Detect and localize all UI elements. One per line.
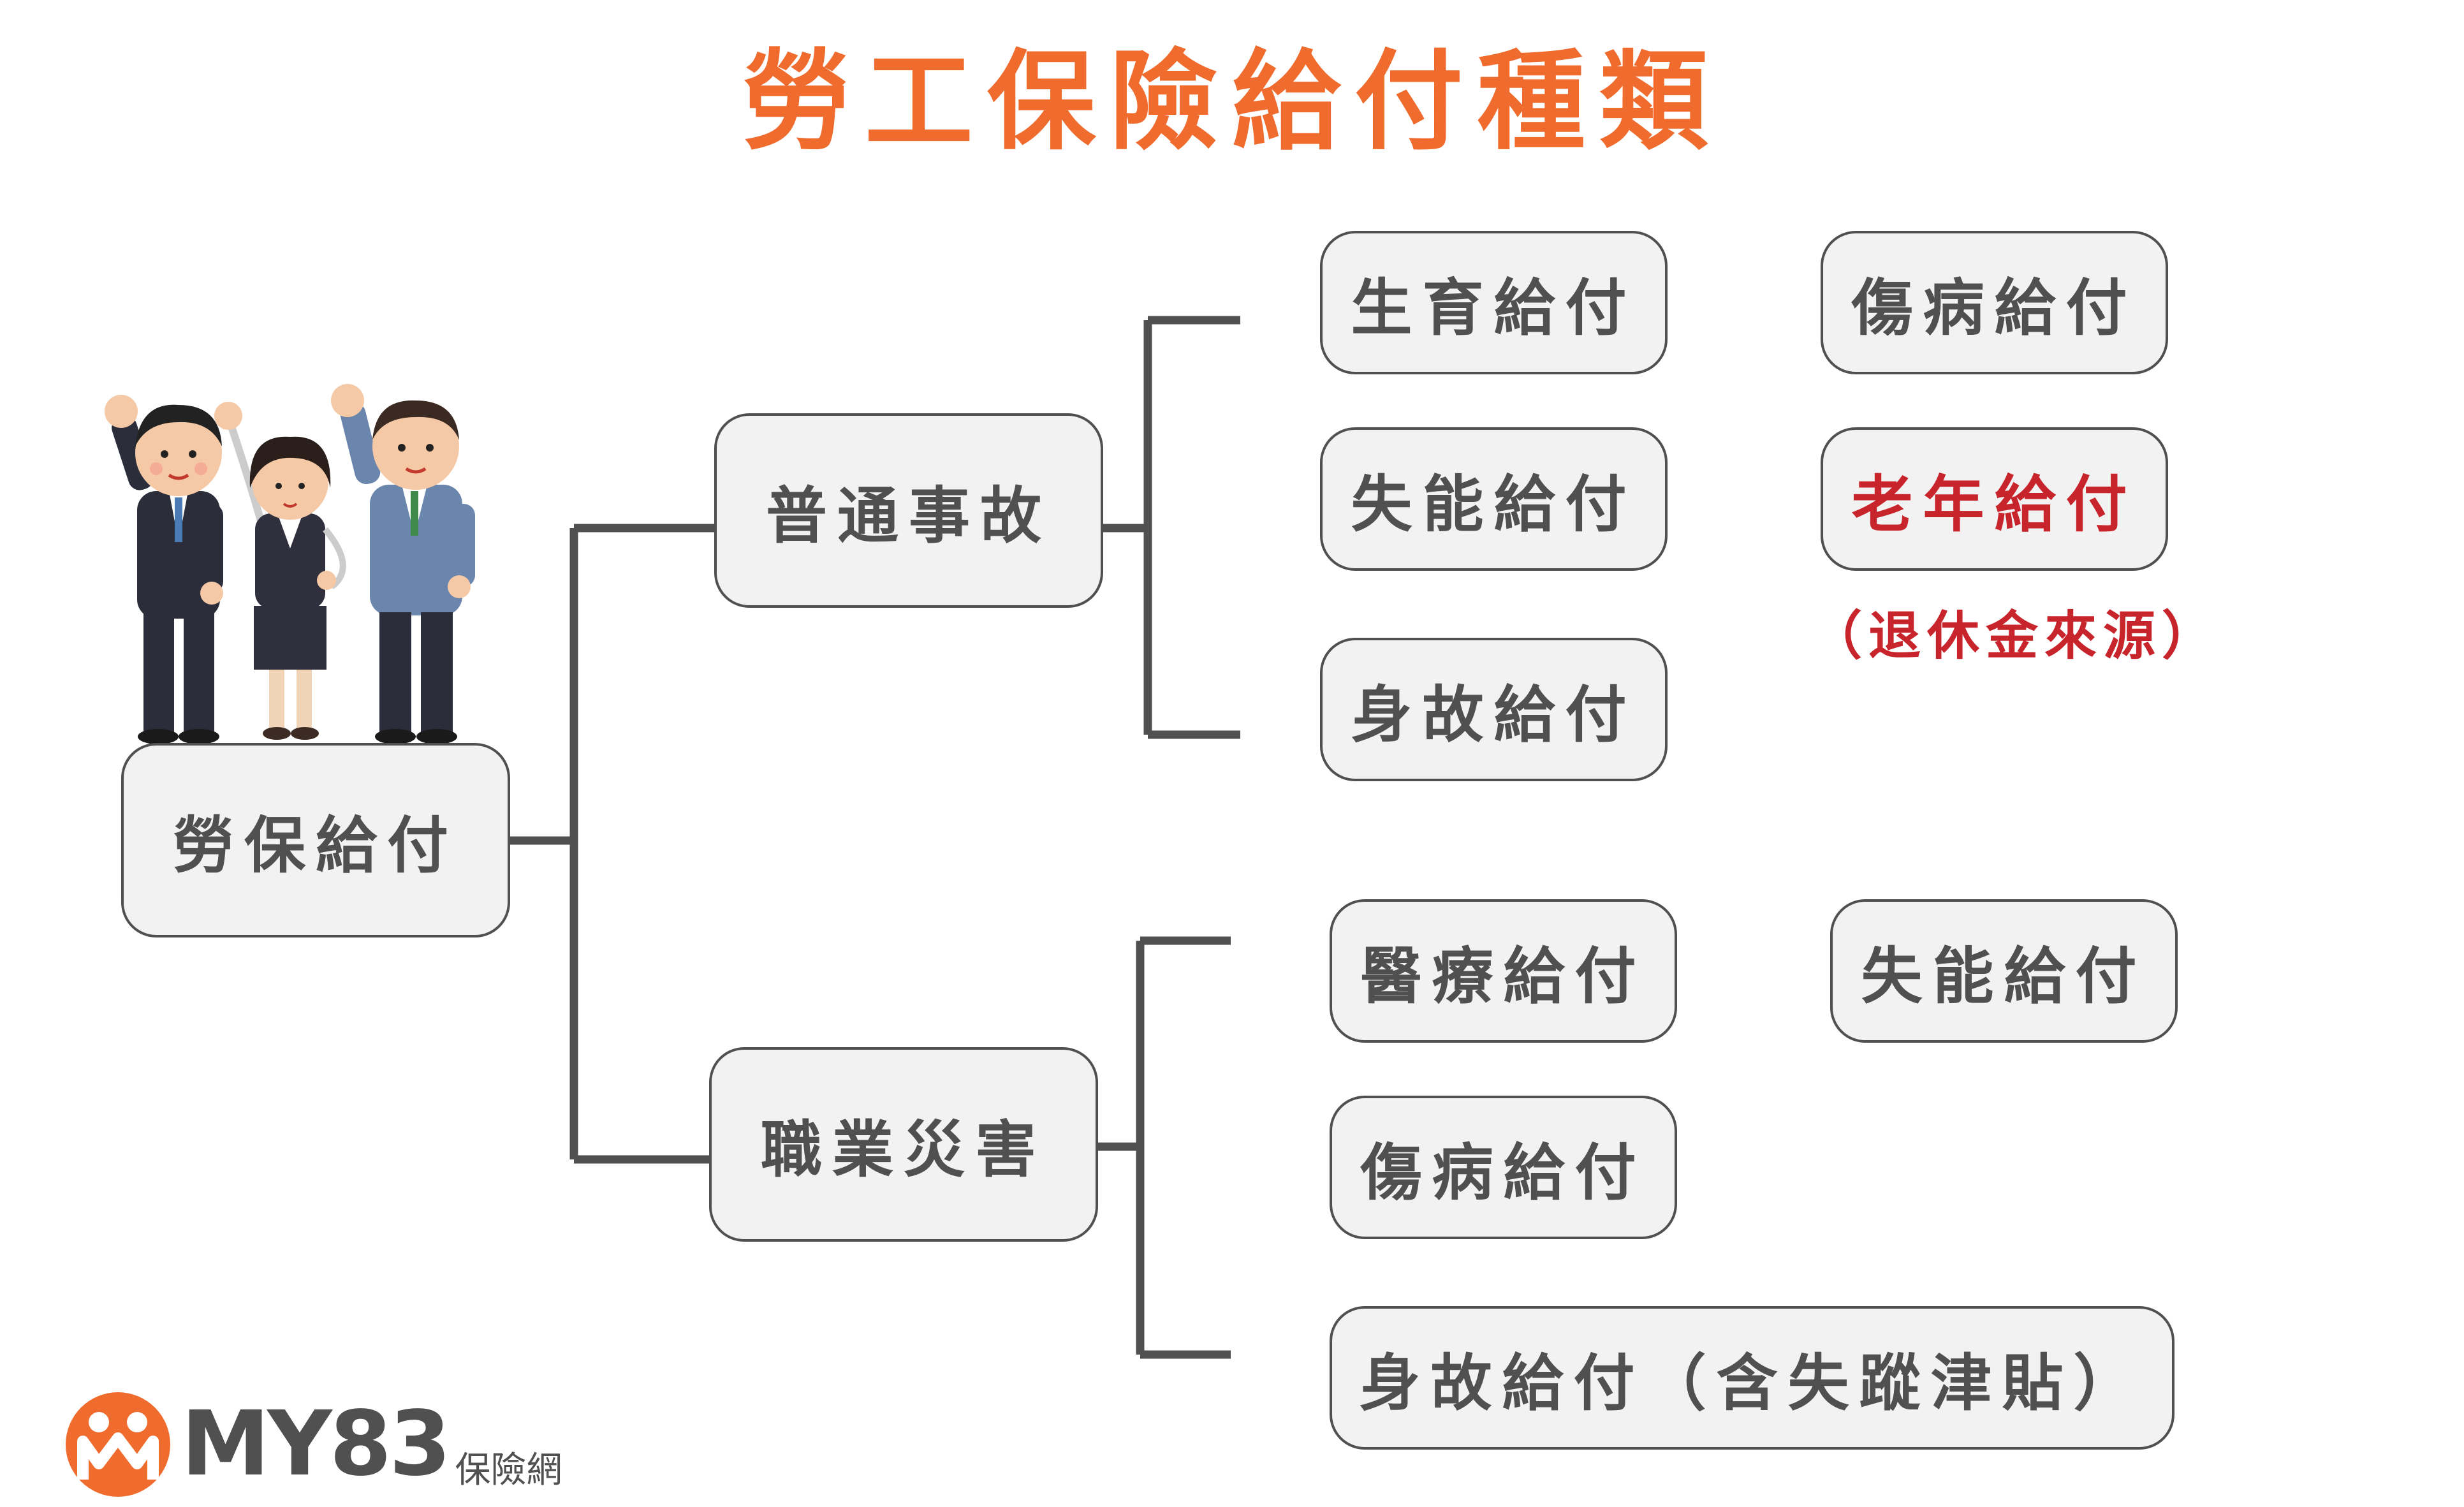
branch-occupational-label: 職業災害 bbox=[761, 1114, 1046, 1186]
item-label: 失能給付 bbox=[1861, 941, 2147, 1012]
item-injury-sickness-benefit: 傷病給付 bbox=[1821, 231, 2168, 374]
item-occupational-death-benefit: 身故給付（含失蹤津貼） bbox=[1330, 1306, 2174, 1450]
item-medical-benefit: 醫療給付 bbox=[1330, 899, 1677, 1043]
root-box-labor-insurance: 勞保給付 bbox=[121, 743, 510, 937]
item-occupational-disability-benefit: 失能給付 bbox=[1830, 899, 2178, 1043]
logo-sub-text: 保險網 bbox=[455, 1449, 562, 1491]
logo-mark-icon bbox=[66, 1392, 170, 1497]
item-label: 傷病給付 bbox=[1360, 1137, 1646, 1209]
workers-illustration bbox=[105, 384, 475, 744]
item-occupational-injury-sickness-benefit: 傷病給付 bbox=[1330, 1096, 1677, 1239]
diagram-title: 勞工保險給付種類 bbox=[742, 39, 1722, 165]
logo-brand-text: MY83 bbox=[181, 1392, 451, 1496]
item-death-benefit: 身故給付 bbox=[1320, 638, 1668, 781]
item-label: 身故給付（含失蹤津貼） bbox=[1359, 1348, 2145, 1419]
item-label: 生育給付 bbox=[1351, 272, 1637, 344]
item-old-age-benefit: 老年給付 bbox=[1821, 427, 2168, 571]
branch-normal-accident: 普通事故 bbox=[714, 413, 1103, 608]
item-disability-benefit: 失能給付 bbox=[1320, 427, 1668, 571]
root-label: 勞保給付 bbox=[173, 810, 458, 881]
old-age-note: （退休金來源） bbox=[1810, 606, 2221, 666]
item-label: 傷病給付 bbox=[1851, 272, 2138, 344]
item-label: 失能給付 bbox=[1351, 469, 1637, 540]
item-label: 老年給付 bbox=[1851, 469, 2138, 540]
item-label: 身故給付 bbox=[1351, 679, 1637, 751]
branch-occupational-accident: 職業災害 bbox=[709, 1047, 1098, 1242]
item-maternity-benefit: 生育給付 bbox=[1320, 231, 1668, 374]
item-label: 醫療給付 bbox=[1360, 941, 1646, 1012]
brand-logo: MY83 保險網 bbox=[64, 1390, 562, 1499]
branch-normal-label: 普通事故 bbox=[766, 480, 1052, 552]
